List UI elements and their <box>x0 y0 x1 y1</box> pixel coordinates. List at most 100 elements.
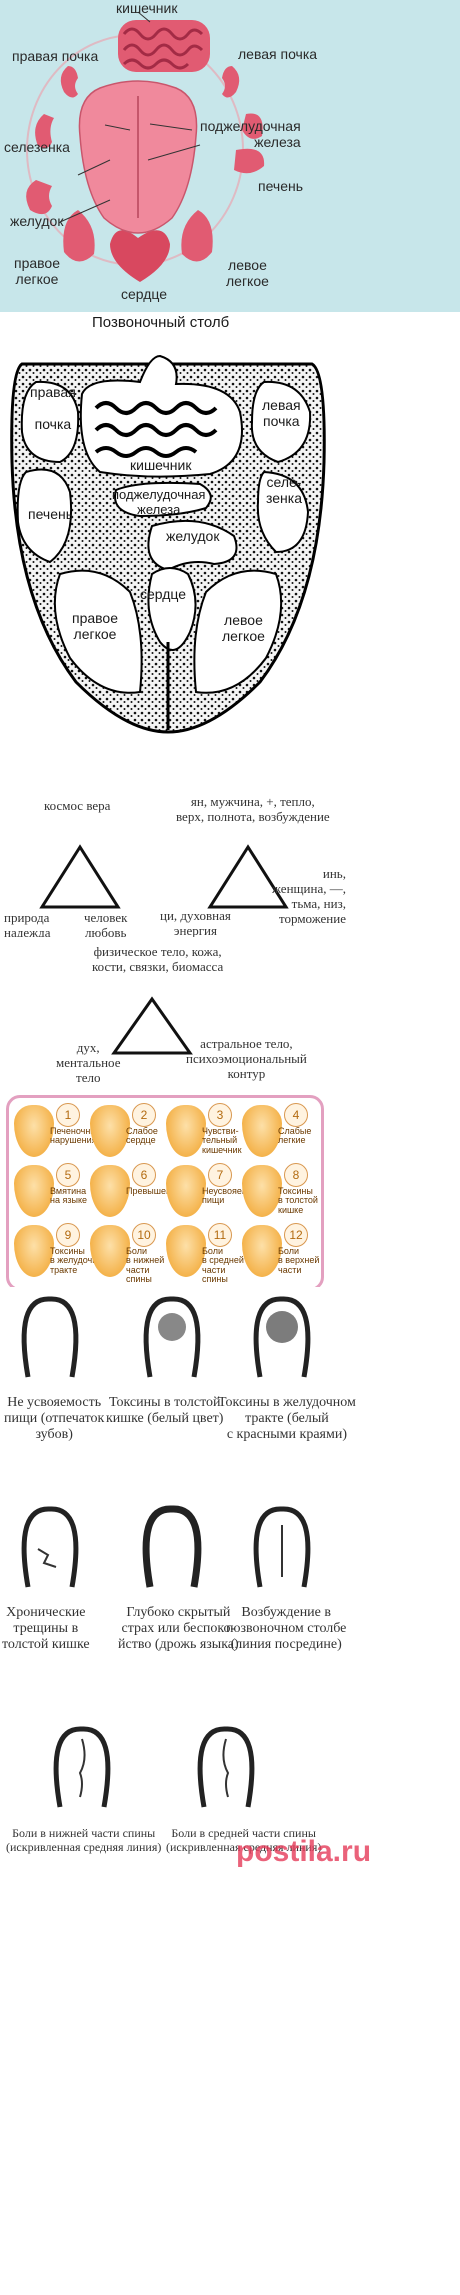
caption-lower-back-pain: Боли в нижней части спины (искривленная … <box>6 1826 162 1854</box>
label-qi-energy: ци, духовная энергия <box>160 908 231 937</box>
label-human-love: человек любовь <box>84 910 128 937</box>
cell-text: Боли в нижней части спины <box>126 1246 165 1285</box>
label-left-lung: левое легкое <box>226 257 269 290</box>
cell-text: Слабое сердце <box>126 1126 158 1146</box>
cell-text: Боли в средней части спины <box>202 1246 244 1285</box>
cell-text: Печеночные нарушения <box>50 1126 102 1146</box>
label-right-kidney-bw: правая почка <box>30 384 76 433</box>
label-right-lung-bw: правое легкое <box>72 610 119 643</box>
caption-hidden-fear: Глубоко скрытый страх или беспоко- йство… <box>118 1605 239 1653</box>
label-yin: инь, женщина, —, тьма, низ, торможение <box>272 866 346 926</box>
cell-number: 7 <box>208 1163 232 1187</box>
label-right-kidney: правая почка <box>12 48 99 64</box>
sign-diagrams-drawing <box>21 1296 311 1808</box>
tongue-photo <box>90 1165 130 1217</box>
tongue-organ-map-color: кишечник правая почка левая почка селезе… <box>0 0 460 312</box>
tongue-photo <box>90 1105 130 1157</box>
tongue-organ-map-bw: Позвоночный столб правая почка левая поч… <box>0 312 460 737</box>
cell-number: 9 <box>56 1223 80 1247</box>
tongue-photo <box>242 1105 282 1157</box>
right-lung-shape <box>63 210 95 262</box>
label-left-lung-bw: левое легкое <box>222 612 265 645</box>
tongue-map-color-drawing <box>26 11 265 282</box>
label-physical-body: физическое тело, кожа, кости, связки, би… <box>92 944 224 974</box>
label-left-kidney: левая почка <box>238 46 318 62</box>
stomach-shape <box>26 180 52 215</box>
cell-number: 4 <box>284 1103 308 1127</box>
caption-gut-toxins: Токсины в желудочном тракте (белый с кра… <box>218 1395 356 1443</box>
cell-number: 1 <box>56 1103 80 1127</box>
caption-mid-back-pain: Боли в средней части спины (искривленная… <box>166 1826 322 1854</box>
tongue-photo <box>90 1225 130 1277</box>
heart-shape <box>110 230 170 282</box>
tongue-photo <box>242 1225 282 1277</box>
cell-text: Токсины в желудочном тракте <box>50 1246 109 1275</box>
label-astral-body: астральное тело, психоэмоциональный конт… <box>186 1036 307 1081</box>
label-cosmos-faith: космос вера <box>44 798 111 813</box>
label-spleen-bw: селе- зенка <box>266 474 302 507</box>
caption-chronic-cracks: Хронические трещины в толстой кишке <box>2 1605 90 1653</box>
cell-text: Неусвояемость пищи <box>202 1186 267 1206</box>
label-heart-bw: сердце <box>140 586 187 602</box>
body-levels-triangle: физическое тело, кожа, кости, связки, би… <box>0 937 460 1087</box>
label-right-lung: правое легкое <box>14 255 61 288</box>
cell-text: Боли в верхней части <box>278 1246 320 1275</box>
cell-text: Слабые легкие <box>278 1126 312 1146</box>
tongue-photo <box>14 1165 54 1217</box>
label-heart: сердце <box>121 286 168 302</box>
label-yang: ян, мужчина, +, тепло, верх, полнота, во… <box>176 794 330 824</box>
spleen-shape <box>35 114 54 149</box>
tongue-photo <box>242 1165 282 1217</box>
tongue-sign-diagrams: Не усвояемость пищи (отпечаток зубов) То… <box>0 1287 460 2295</box>
cell-number: 5 <box>56 1163 80 1187</box>
caption-colon-toxins: Токсины в толстой кишке (белый цвет) <box>106 1395 224 1427</box>
watermark: postila.ru <box>236 1835 372 1868</box>
cell-text: Чувстви- тельный кишечник <box>202 1126 242 1155</box>
yin-yang-triangles: космос вера природа надежда человек любо… <box>0 737 460 937</box>
label-liver-bw: печень <box>28 506 74 522</box>
body-triangle-drawing <box>111 996 193 1055</box>
label-pancreas-bw: поджелудочная железа <box>112 487 206 517</box>
cell-text: Вмятина на языке <box>50 1186 87 1206</box>
cell-number: 2 <box>132 1103 156 1127</box>
label-left-kidney-bw: левая почка <box>262 397 301 430</box>
label-stomach: желудок <box>10 213 64 229</box>
label-intestine-bw: кишечник <box>130 457 192 473</box>
label-spirit-mental: дух, ментальное тело <box>56 1040 121 1085</box>
caption-spine-excitation: Возбуждение в позвоночном столбе (линия … <box>226 1605 347 1653</box>
cell-number: 6 <box>132 1163 156 1187</box>
tongue-map-bw-drawing <box>10 354 326 734</box>
intestine-shape <box>118 20 210 72</box>
caption-indigestion: Не усвояемость пищи (отпечаток зубов) <box>4 1395 105 1443</box>
cell-number: 8 <box>284 1163 308 1187</box>
cell-text: Токсины в толстой кишке <box>278 1186 318 1215</box>
tongue-photo <box>166 1225 206 1277</box>
label-stomach-bw: желудок <box>166 528 220 544</box>
tongue-photo <box>166 1165 206 1217</box>
triangles-drawing <box>39 844 289 909</box>
cell-number: 3 <box>208 1103 232 1127</box>
left-kidney-shape <box>222 66 240 98</box>
label-liver: печень <box>258 178 304 194</box>
left-lung-shape <box>181 210 213 262</box>
label-pancreas: поджелудочная железа <box>200 118 301 151</box>
tongue-photo <box>166 1105 206 1157</box>
cell-number: 11 <box>208 1223 232 1247</box>
tongue-photo <box>14 1225 54 1277</box>
cell-number: 12 <box>284 1223 308 1247</box>
label-nature-hope: природа надежда <box>4 910 51 937</box>
label-intestine: кишечник <box>116 0 178 16</box>
right-kidney-shape <box>60 66 78 98</box>
cell-number: 10 <box>132 1223 156 1247</box>
